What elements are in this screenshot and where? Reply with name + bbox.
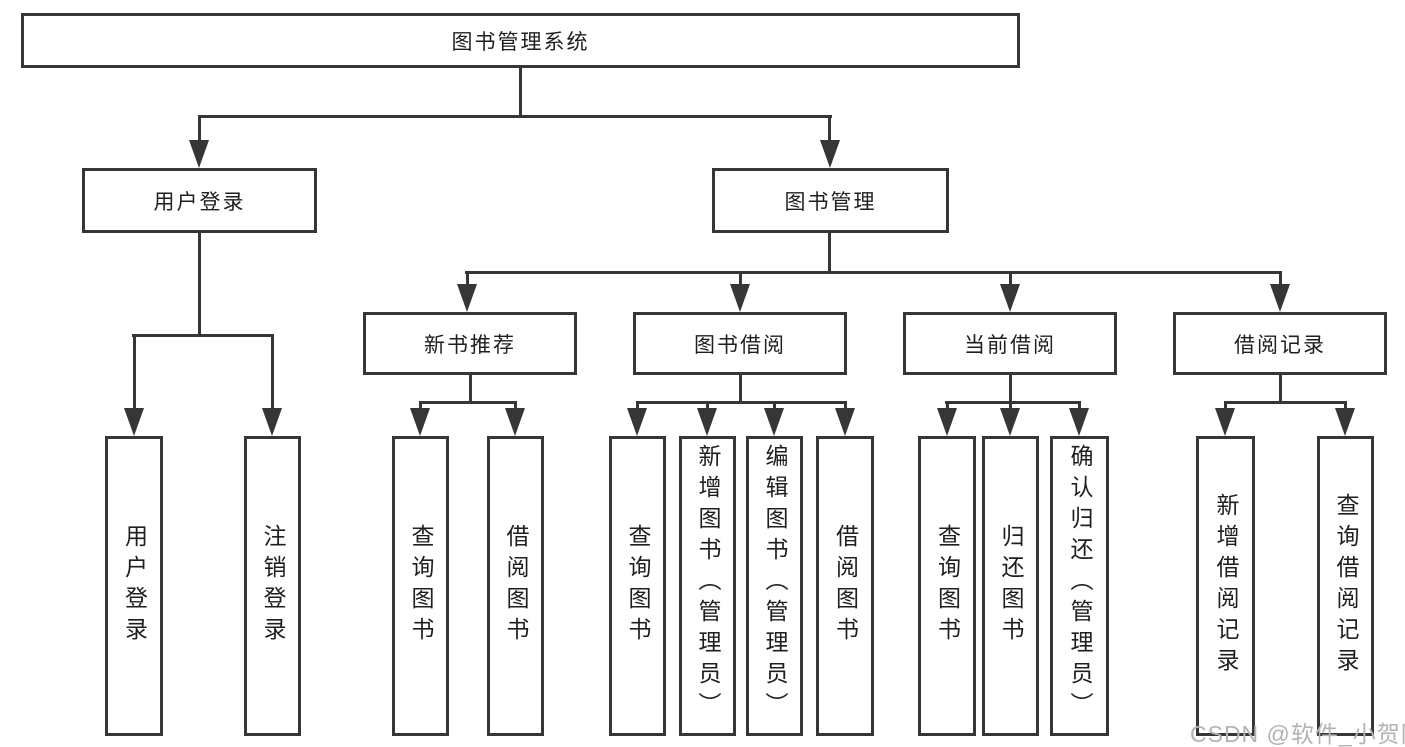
leaf-query-books-borrow: 查询图书 [609,436,666,736]
leaf-query-borrow-record: 查询借阅记录 [1317,436,1374,736]
leaf-user-login-label: 用户登录 [121,524,148,648]
connector-current-stem [1009,375,1012,404]
arrow-to-leaf-borrow-books-recommend [505,408,525,436]
connector-bm-c4-stem [1279,271,1282,288]
leaf-confirm-return-admin-label: 确认归还（管理员） [1067,444,1093,723]
leaf-edit-books-admin-label: 编辑图书（管理员） [762,444,788,723]
leaf-query-books-borrow-label: 查询图书 [625,524,651,648]
arrow-to-user-login [189,140,209,168]
leaf-return-books-label: 归还图书 [998,524,1024,648]
connector-root-hline [198,115,832,118]
arrow-to-book-borrowing [730,284,750,312]
arrow-to-borrowing-records [1270,284,1290,312]
arrow-to-leaf-query-books-recommend [410,408,430,436]
connector-records-stem [1279,375,1282,404]
leaf-query-borrow-record-label: 查询借阅记录 [1333,493,1359,679]
connector-root-left-stem [198,115,201,144]
connector-recommend-stem [469,375,472,404]
node-user-login-label: 用户登录 [153,190,246,214]
connector-book-mgmt-hline [465,271,1282,274]
node-book-management-label: 图书管理 [784,190,877,214]
connector-borrowing-c3-stem [773,401,776,412]
connector-bm-c1-stem [466,271,469,288]
connector-records-c1-stem [1224,401,1227,412]
arrow-to-leaf-query-books-current [937,408,957,436]
connector-root-right-stem [828,115,831,144]
node-user-login: 用户登录 [82,168,317,233]
arrow-to-current-borrowing [1000,284,1020,312]
leaf-query-books-current-label: 查询图书 [934,524,961,648]
leaf-user-login: 用户登录 [105,436,163,736]
node-borrowing-records: 借阅记录 [1173,312,1387,375]
node-new-book-recommendation-label: 新书推荐 [424,333,516,357]
arrow-to-leaf-query-books-borrow [627,408,647,436]
leaf-borrow-books-borrow: 借阅图书 [816,436,874,736]
leaf-edit-books-admin: 编辑图书（管理员） [746,436,803,736]
arrow-to-leaf-return-books [1000,408,1020,436]
leaf-logout-login-label: 注销登录 [260,524,286,648]
connector-bm-c2-stem [739,271,742,288]
leaf-query-books-recommend-label: 查询图书 [408,524,434,648]
arrow-to-leaf-user-login [124,408,144,436]
connector-recommend-c1-stem [419,401,422,412]
arrow-to-book-management [820,140,840,168]
connector-current-c1-stem [946,401,949,412]
connector-current-c3-stem [1078,401,1081,412]
connector-root-stem [519,68,522,118]
node-book-borrowing-label: 图书借阅 [694,333,786,357]
leaf-add-books-admin: 新增图书（管理员） [679,436,736,736]
leaf-return-books: 归还图书 [982,436,1039,736]
leaf-add-books-admin-label: 新增图书（管理员） [695,444,721,723]
leaf-confirm-return-admin: 确认归还（管理员） [1050,436,1109,736]
connector-recommend-c2-stem [514,401,517,412]
connector-current-c2-stem [1009,401,1012,412]
node-borrowing-records-label: 借阅记录 [1234,333,1326,357]
connector-borrowing-c2-stem [706,401,709,412]
leaf-borrow-books-borrow-label: 借阅图书 [832,524,859,648]
leaf-query-books-recommend: 查询图书 [392,436,449,736]
connector-user-login-hline [132,334,274,337]
connector-current-hline [945,401,1081,404]
connector-records-c2-stem [1344,401,1347,412]
connector-user-login-stem [198,233,201,337]
leaf-borrow-books-recommend: 借阅图书 [487,436,544,736]
node-book-management: 图书管理 [712,168,949,233]
arrow-to-new-book-recommendation [457,284,477,312]
arrow-to-leaf-confirm-return-admin [1069,408,1089,436]
leaf-query-books-current: 查询图书 [918,436,976,736]
leaf-logout-login: 注销登录 [244,436,301,736]
connector-bm-c3-stem [1009,271,1012,288]
arrow-to-leaf-borrow-books-borrow [835,408,855,436]
connector-user-login-c1-stem [133,334,136,412]
connector-user-login-c2-stem [271,334,274,412]
connector-recommend-hline [419,401,517,404]
leaf-add-borrow-record: 新增借阅记录 [1196,436,1255,736]
arrow-to-leaf-edit-books-admin [764,408,784,436]
connector-records-hline [1224,401,1347,404]
node-root-label: 图书管理系统 [451,30,590,54]
connector-borrowing-c1-stem [636,401,639,412]
connector-borrowing-c4-stem [844,401,847,412]
arrow-to-leaf-logout-login [262,408,282,436]
node-root: 图书管理系统 [21,13,1020,68]
arrow-to-leaf-query-borrow-record [1335,408,1355,436]
node-book-borrowing: 图书借阅 [633,312,847,375]
node-current-borrowing: 当前借阅 [903,312,1117,375]
leaf-borrow-books-recommend-label: 借阅图书 [503,524,529,648]
connector-book-mgmt-stem [828,233,831,274]
arrow-to-leaf-add-borrow-record [1215,408,1235,436]
connector-borrowing-stem [739,375,742,404]
arrow-to-leaf-add-books-admin [697,408,717,436]
node-new-book-recommendation: 新书推荐 [363,312,577,375]
leaf-add-borrow-record-label: 新增借阅记录 [1213,493,1239,679]
csdn-watermark: CSDN @软件_小贺同学 [1190,721,1405,747]
node-current-borrowing-label: 当前借阅 [964,333,1056,357]
connector-borrowing-hline [636,401,846,404]
